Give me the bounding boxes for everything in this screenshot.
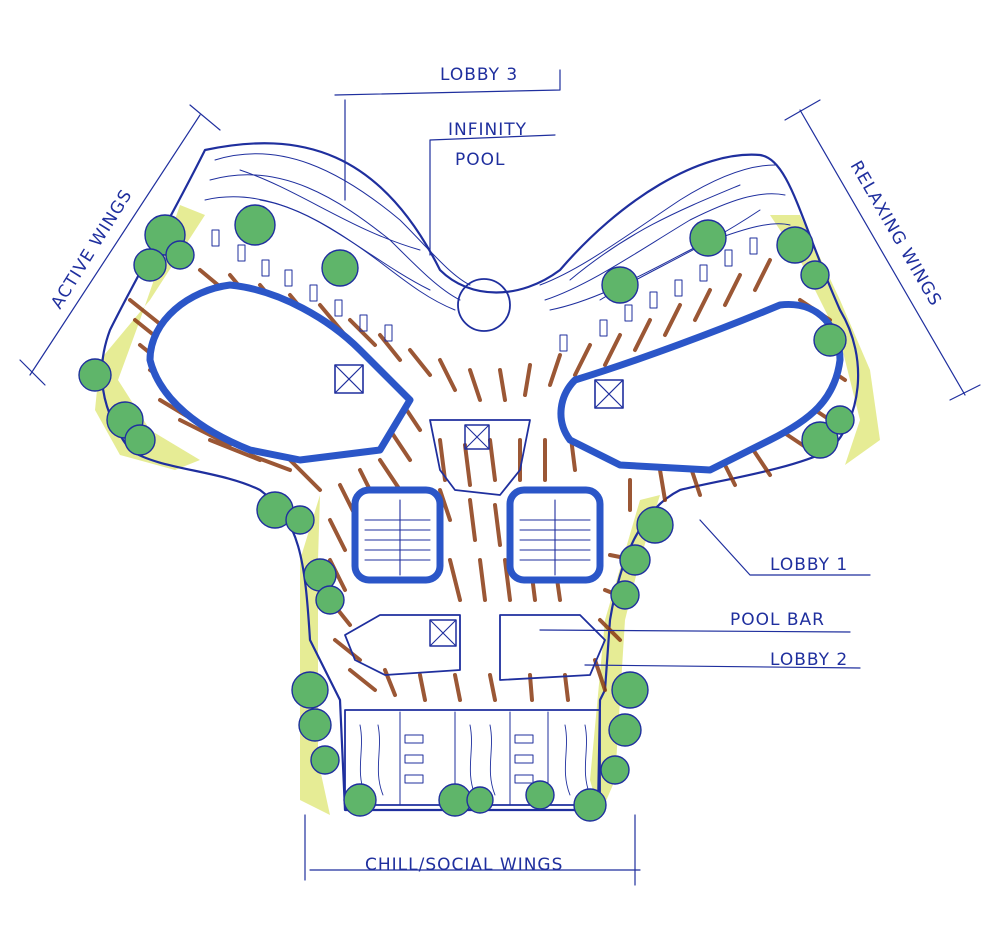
- lobby2-leader: [584, 664, 861, 669]
- pool-bar-leader: [539, 629, 851, 633]
- infinity-pool-label-1: INFINITY: [448, 120, 527, 140]
- lobby1-leader: [699, 519, 871, 576]
- pool-center-circle: [457, 278, 511, 332]
- lobby2-label: LOBBY 2: [770, 650, 848, 670]
- left-wing-block: [146, 281, 414, 464]
- infinity-pool-label-2: POOL: [455, 150, 505, 170]
- active-wings-label: ACTIVE WINGS: [47, 186, 137, 313]
- lobby2-lift: [429, 619, 457, 647]
- poolside-rooms: [211, 229, 758, 352]
- right-wing-block: [557, 300, 844, 474]
- right-wing-lift: [594, 379, 624, 409]
- relaxing-wings-label: RELAXING WINGS: [846, 158, 946, 310]
- lobby3-label: LOBBY 3: [440, 65, 518, 85]
- infinity-pool-leader: [429, 134, 556, 256]
- lobby1-label: LOBBY 1: [770, 555, 848, 575]
- stair-core-left: [351, 486, 444, 584]
- lobby3-leader: [334, 69, 561, 201]
- lobby3-lift: [464, 424, 490, 450]
- active-wings-dim: [19, 104, 221, 386]
- infinity-pool-water: [204, 153, 791, 311]
- left-wing-lift: [334, 364, 364, 394]
- pool-bar-label: POOL BAR: [730, 610, 825, 630]
- relaxing-wings-dim: [784, 99, 981, 401]
- trees: [78, 204, 855, 822]
- chill-social-wings-label: CHILL/SOCIAL WINGS: [365, 855, 563, 875]
- lobby3-block: [429, 419, 531, 496]
- chill-dim: [304, 814, 641, 886]
- lobby2-block: [344, 614, 606, 681]
- chill-social-rooms: [344, 709, 601, 806]
- dimension-lines: [19, 69, 981, 886]
- stair-core-right: [506, 486, 604, 584]
